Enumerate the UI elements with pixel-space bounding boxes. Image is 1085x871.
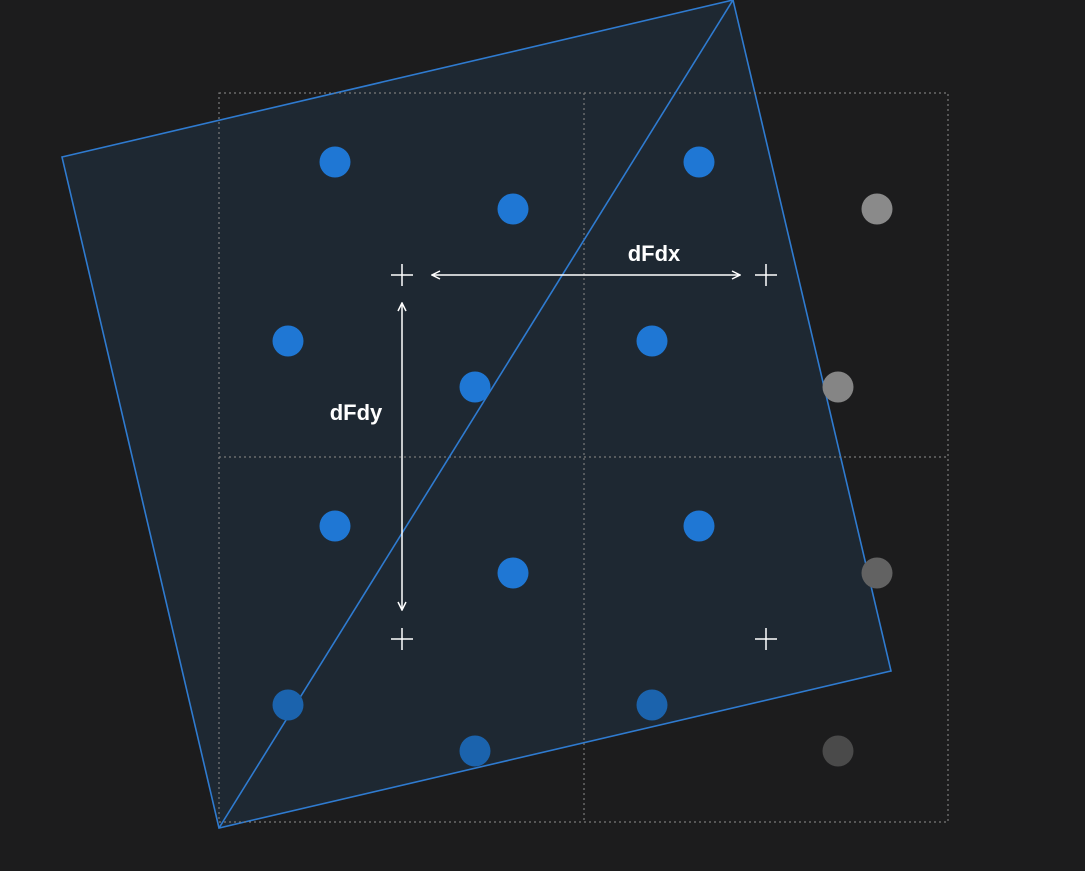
pixel-center-markers	[391, 264, 777, 650]
sample-point-covered	[497, 557, 529, 589]
pixel-center-cross-icon	[391, 628, 413, 650]
sample-point-uncovered	[861, 193, 893, 225]
sample-point-covered	[459, 371, 491, 403]
sample-point-uncovered	[822, 735, 854, 767]
sample-point-uncovered	[861, 557, 893, 589]
pixel-grid	[218, 92, 949, 823]
sample-point-covered	[319, 146, 351, 178]
sample-point-covered	[683, 510, 715, 542]
sample-point-covered	[459, 735, 491, 767]
sample-point-covered	[272, 689, 304, 721]
sample-point-covered	[636, 689, 668, 721]
sample-point-uncovered	[822, 371, 854, 403]
triangle-diagonal-edge	[218, 0, 734, 829]
pixel-center-cross-icon	[391, 264, 413, 286]
sample-point-covered	[497, 193, 529, 225]
pixel-center-cross-icon	[755, 628, 777, 650]
dfdy-label: dFdy	[330, 400, 383, 425]
pixel-center-cross-icon	[755, 264, 777, 286]
dfdx-label: dFdx	[628, 241, 681, 266]
sample-point-covered	[272, 325, 304, 357]
sample-point-covered	[683, 146, 715, 178]
sample-point-covered	[636, 325, 668, 357]
sample-point-covered	[319, 510, 351, 542]
